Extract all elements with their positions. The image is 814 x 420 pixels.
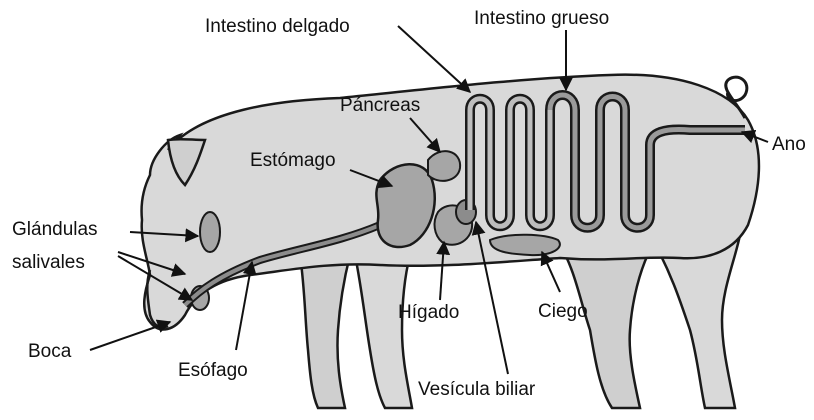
label-estomago: Estómago — [250, 150, 336, 171]
label-intestino-grueso: Intestino grueso — [474, 8, 609, 29]
front-leg-right — [355, 255, 412, 408]
arrow-boca — [90, 322, 170, 350]
pancreas — [428, 151, 460, 181]
label-boca: Boca — [28, 341, 72, 362]
hind-leg-right — [650, 235, 740, 408]
label-vesicula: Vesícula biliar — [418, 379, 536, 400]
cecum — [490, 235, 560, 255]
pig-body — [142, 75, 759, 330]
arrow-intestino-delgado — [398, 26, 470, 92]
label-pancreas: Páncreas — [340, 95, 420, 116]
label-glandulas: Glándulas — [12, 219, 98, 240]
label-ciego: Ciego — [538, 301, 588, 322]
label-higado: Hígado — [398, 302, 459, 323]
front-leg-left — [300, 255, 350, 408]
label-esofago: Esófago — [178, 360, 248, 381]
hind-leg-left — [560, 245, 650, 408]
label-salivales: salivales — [12, 252, 85, 273]
label-ano: Ano — [772, 134, 806, 155]
label-intestino-delgado: Intestino delgado — [205, 16, 350, 37]
salivary-gland-upper — [200, 212, 220, 252]
